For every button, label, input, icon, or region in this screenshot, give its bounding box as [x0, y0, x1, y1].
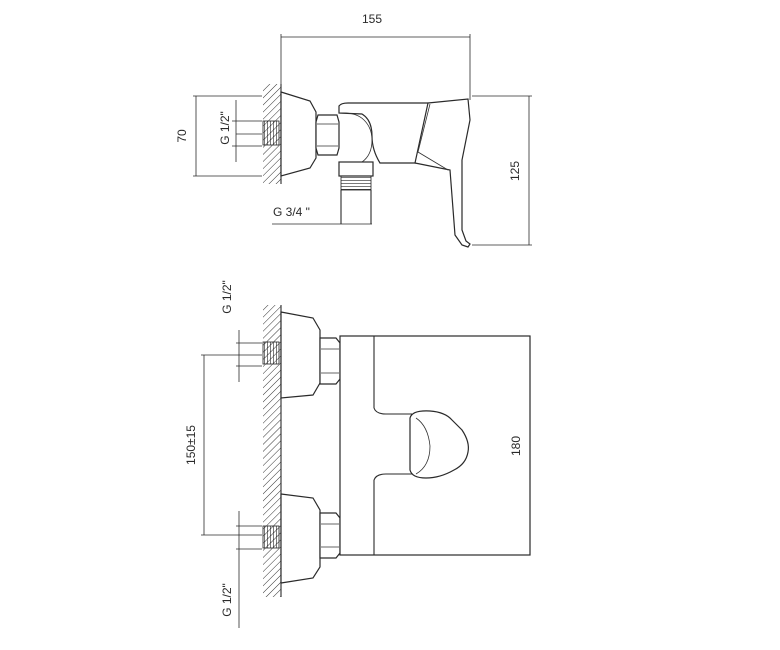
side-view: 155 70 G 1/2" 125 G 3/4 ": [175, 12, 532, 248]
outlet-nut-top: [338, 161, 374, 177]
flange-upper: [280, 311, 321, 399]
dim-inlet-top-label: G 1/2": [218, 111, 232, 145]
dim-outlet-label: G 3/4 ": [273, 205, 310, 219]
flange-top: [280, 91, 317, 177]
front-view: 180 150±15 G 1/2" G 1/2": [184, 280, 531, 628]
flange-lower: [280, 493, 321, 584]
dim-inlet-upper-label: G 1/2": [220, 280, 234, 314]
wall-hatch-front: [263, 305, 281, 597]
inlet-thread-top: [262, 120, 280, 146]
dim-outlet: G 3/4 ": [272, 205, 372, 225]
hex-nut-lower: [319, 512, 341, 559]
dim-inlet-upper: G 1/2": [220, 280, 262, 382]
dim-125: 125: [472, 95, 532, 246]
inlet-thread-upper: [262, 341, 280, 365]
dim-180-label: 180: [509, 436, 523, 456]
dim-155-label: 155: [362, 12, 382, 26]
outlet-thread: [340, 175, 372, 191]
dim-150: 150±15: [184, 354, 262, 536]
dim-180: 180: [509, 336, 531, 555]
hex-nut-top: [315, 114, 340, 156]
dim-150-label: 150±15: [184, 425, 198, 465]
mixer-body-side: [338, 102, 443, 164]
dim-inlet-top: G 1/2": [218, 100, 262, 162]
lever-handle-side: [414, 98, 471, 248]
dim-155: 155: [280, 12, 471, 100]
dim-inlet-lower: G 1/2": [220, 511, 262, 628]
dim-inlet-lower-label: G 1/2": [220, 583, 234, 617]
dim-125-label: 125: [508, 161, 522, 181]
dim-70-label: 70: [175, 129, 189, 143]
dim-70: 70: [175, 95, 262, 177]
inlet-thread-lower: [262, 525, 280, 549]
hex-nut-upper: [319, 337, 341, 385]
